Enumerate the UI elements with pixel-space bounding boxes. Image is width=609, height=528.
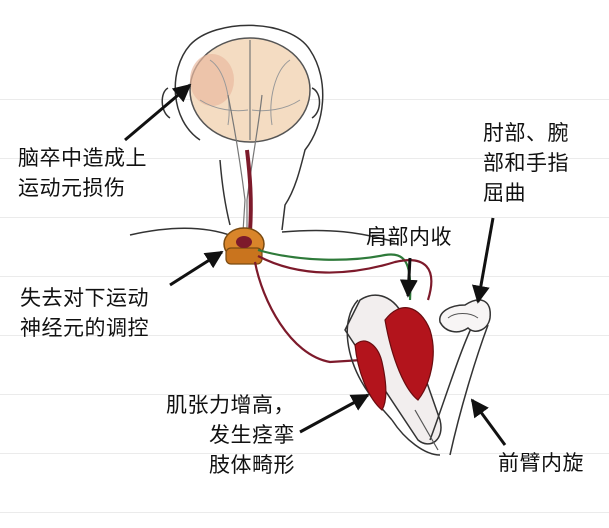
label-line: 屈曲 xyxy=(483,181,526,205)
label-line: 失去对下运动 xyxy=(20,286,149,310)
label-muscle-tone: 肌张力增高， 发生痉挛 肢体畸形 xyxy=(165,390,295,480)
pointer-arrows xyxy=(124,83,507,446)
arrow-forearm xyxy=(470,398,507,446)
label-line: 运动元损伤 xyxy=(18,176,126,200)
spinal-cord-icon xyxy=(223,227,265,265)
arm-muscle-icon xyxy=(344,294,491,456)
label-line: 脑卒中造成上 xyxy=(18,146,147,170)
nerve-red-lower xyxy=(253,261,363,364)
arrow-elbow xyxy=(471,217,495,304)
corticospinal-tract xyxy=(227,94,263,233)
nerve-red-upper xyxy=(257,255,433,301)
label-line: 部和手指 xyxy=(483,151,569,175)
label-line: 前臂内旋 xyxy=(498,451,584,475)
label-brain-lesion: 脑卒中造成上 运动元损伤 xyxy=(18,143,147,203)
nerve-green xyxy=(257,248,412,301)
label-line: 神经元的调控 xyxy=(20,316,149,340)
head-outline xyxy=(129,24,396,243)
label-lost-control: 失去对下运动 神经元的调控 xyxy=(20,283,149,343)
label-line: 肌张力增高， xyxy=(166,393,295,417)
label-line: 肩部内收 xyxy=(366,225,452,249)
label-line: 肢体畸形 xyxy=(209,453,295,477)
label-elbow-wrist-finger: 肘部、腕 部和手指 屈曲 xyxy=(483,118,569,208)
label-shoulder-adduction: 肩部内收 xyxy=(366,222,452,252)
label-forearm-pronation: 前臂内旋 xyxy=(498,448,584,478)
arrow-spinal xyxy=(169,250,224,287)
arrow-muscle xyxy=(299,393,370,434)
label-line: 发生痉挛 xyxy=(209,423,295,447)
arrow-brain xyxy=(124,83,192,142)
brain-icon xyxy=(189,37,311,143)
label-line: 肘部、腕 xyxy=(483,121,569,145)
arrow-shoulder xyxy=(399,257,418,298)
